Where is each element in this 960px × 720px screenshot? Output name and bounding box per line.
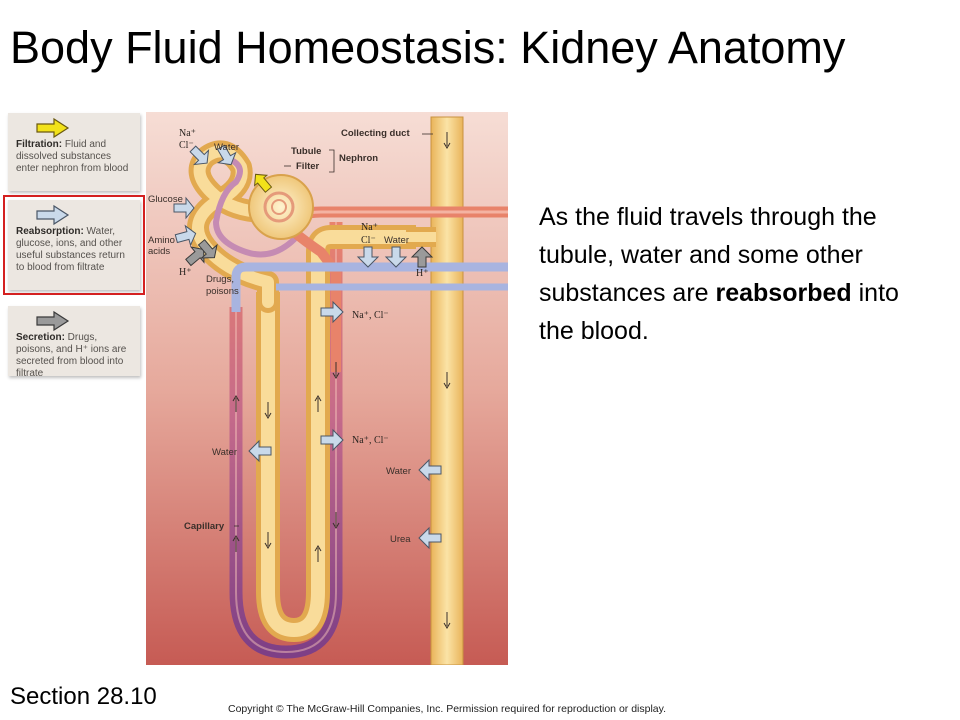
label-nacl-1: Na⁺, Cl⁻ [352,310,389,321]
label-nephron: Nephron [339,153,378,164]
label-h-left: H⁺ [179,267,192,278]
body-text: As the fluid travels through the tubule,… [539,198,939,350]
blue-arrow-icon [36,204,70,226]
label-nacl-2: Na⁺, Cl⁻ [352,435,389,446]
label-glucose: Glucose [148,194,183,205]
collecting-duct [431,117,463,665]
label-na-mid: Na⁺ [361,222,378,233]
label-water-mid: Water [384,235,409,246]
nephron-diagram: Na⁺ Cl⁻ Water Collecting duct Tubule Fil… [146,112,508,665]
label-capillary: Capillary [184,521,225,532]
legend-reabsorption: Reabsorption: Water, glucose, ions, and … [8,200,140,290]
legend-secretion: Secretion: Drugs, poisons, and H⁺ ions a… [8,306,140,376]
label-acids: acids [148,246,170,257]
body-text-bold: reabsorbed [716,279,852,307]
gray-arrow-icon [36,310,70,332]
label-water-left: Water [212,447,237,458]
label-urea: Urea [390,534,411,545]
legend-filtration-text: Filtration: Fluid and dissolved substanc… [16,139,134,175]
legend-filtration-term: Filtration: [16,139,62,150]
label-poisons: poisons [206,286,239,297]
yellow-arrow-icon [36,117,70,139]
label-h-right: H⁺ [416,268,429,279]
label-tubule: Tubule [291,146,321,157]
label-water-top: Water [214,142,239,153]
section-label: Section 28.10 [10,683,157,711]
legend-secretion-term: Secretion: [16,332,65,343]
label-filter: Filter [296,161,320,172]
label-collecting-duct: Collecting duct [341,128,410,139]
legend-filtration: Filtration: Fluid and dissolved substanc… [8,113,140,191]
label-water-right: Water [386,466,411,477]
page-title: Body Fluid Homeostasis: Kidney Anatomy [10,22,955,74]
label-amino: Amino [148,235,175,246]
legend-reabsorption-text: Reabsorption: Water, glucose, ions, and … [16,226,134,274]
label-cl-top: Cl⁻ [179,140,194,151]
copyright-notice: Copyright © The McGraw-Hill Companies, I… [228,702,666,716]
label-drugs: Drugs, [206,274,234,285]
legend-secretion-text: Secretion: Drugs, poisons, and H⁺ ions a… [16,332,134,380]
legend-reabsorption-term: Reabsorption: [16,226,84,237]
label-cl-mid: Cl⁻ [361,235,376,246]
label-na-top: Na⁺ [179,128,196,139]
